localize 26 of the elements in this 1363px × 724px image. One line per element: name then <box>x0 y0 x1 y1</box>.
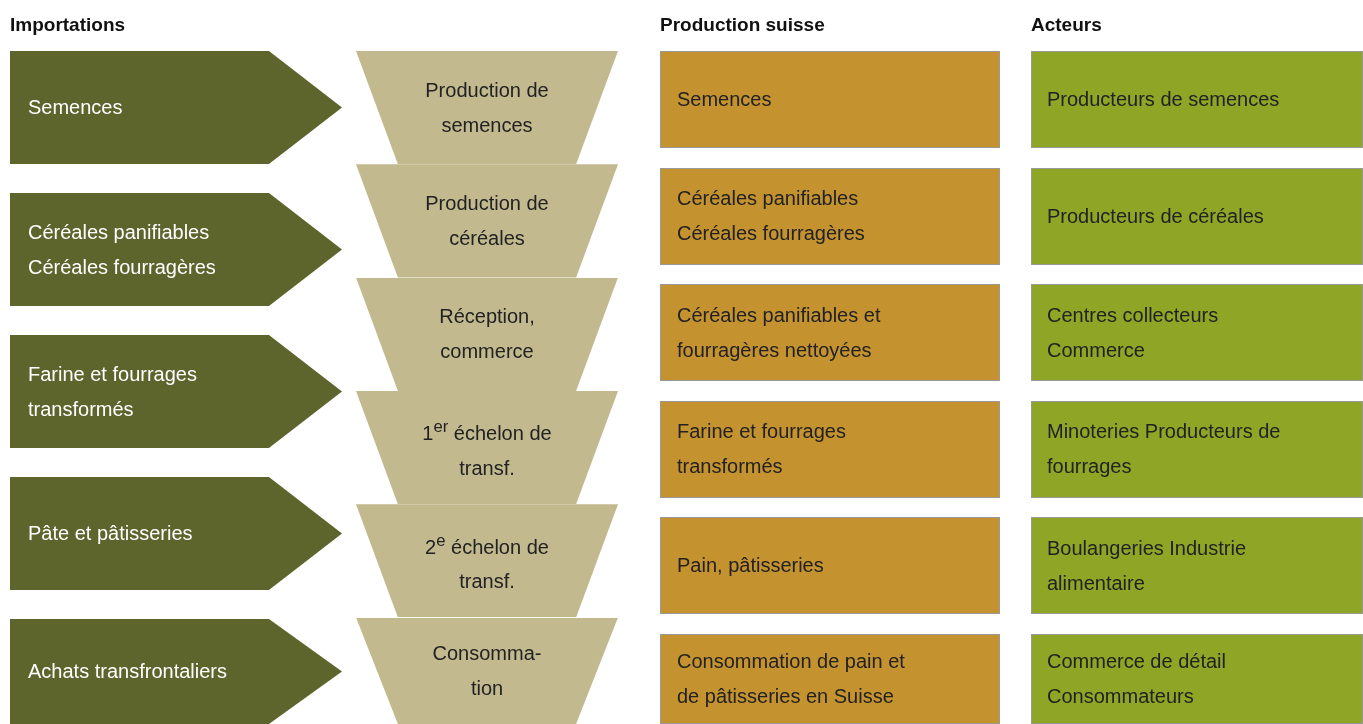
actor-box: Producteurs de semences <box>1031 51 1363 148</box>
stage-trapezoid: 1$^{er}$ échelon de transf. <box>356 390 618 505</box>
actor-box: Commerce de détail Consommateurs <box>1031 634 1363 724</box>
production-box: Pain, pâtisseries <box>660 517 1000 615</box>
stage-trapezoid: Consomma- tion <box>356 617 618 724</box>
actor-box: Producteurs de céréales <box>1031 167 1363 265</box>
import-chevron: Céréales panifiables Céréales fourragères <box>10 193 342 306</box>
actor-box: Minoteries Producteurs de fourrages <box>1031 400 1363 498</box>
import-chevron: Achats transfrontaliers <box>10 619 342 724</box>
import-chevron: Pâte et pâtisseries <box>10 477 342 590</box>
stage-trapezoid: Production de céréales <box>356 164 618 278</box>
import-chevron: Farine et fourrages transformés <box>10 335 342 448</box>
column-heading: Acteurs <box>1031 14 1102 36</box>
production-box: Consommation de pain et de pâtisseries en Suisse <box>660 634 1000 724</box>
production-box: Semences <box>660 51 1000 148</box>
import-chevron: Semences <box>10 51 342 164</box>
column-heading: Importations <box>10 14 126 36</box>
production-box: Farine et fourrages transformés <box>660 400 1000 498</box>
stage-trapezoid: 2$^{e}$ échelon de transf. <box>356 504 618 618</box>
production-box: Céréales panifiables et fourragères nettoyées <box>660 284 1000 382</box>
actor-box: Boulangeries Industrie alimentaire <box>1031 517 1363 615</box>
stage-trapezoid: Production de semences <box>356 51 618 165</box>
column-heading: Production suisse <box>660 14 825 36</box>
production-box: Céréales panifiables Céréales fourragères <box>660 167 1000 265</box>
stage-trapezoid: Réception, commerce <box>356 277 618 391</box>
actor-box: Centres collecteurs Commerce <box>1031 284 1363 382</box>
